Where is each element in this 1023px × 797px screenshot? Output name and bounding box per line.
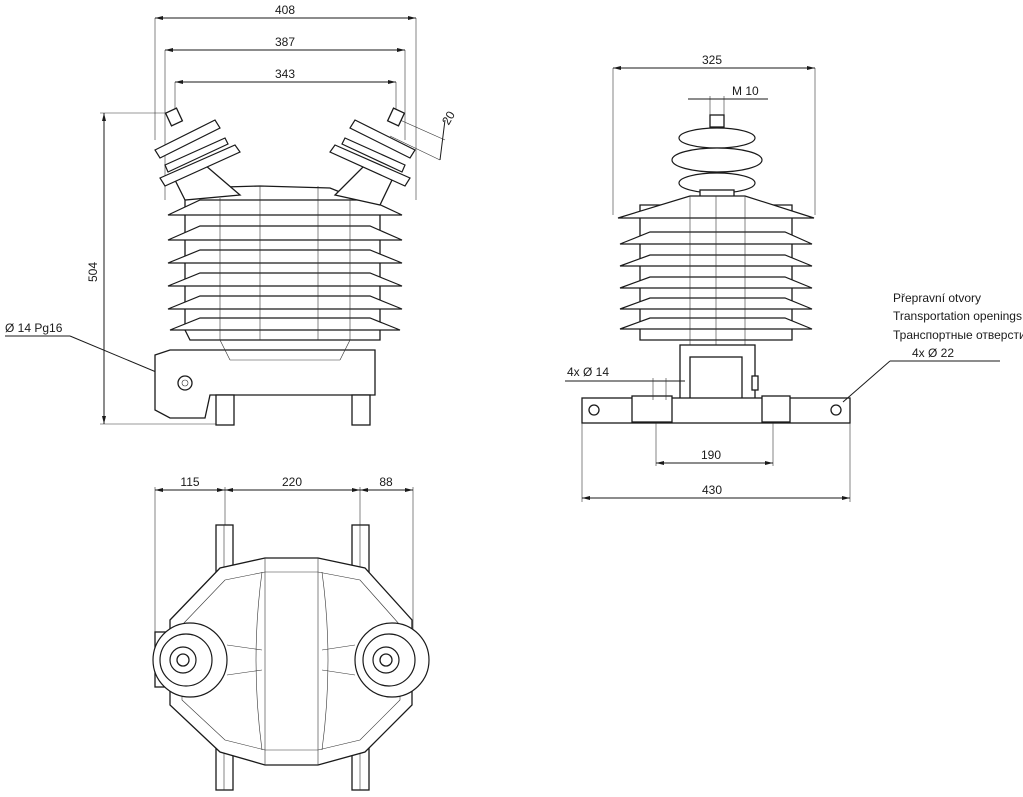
note-transport-cz: Přepravní otvory bbox=[893, 291, 981, 305]
dim-side-325: 325 bbox=[702, 53, 722, 67]
dim-side-430: 430 bbox=[702, 483, 722, 497]
note-transport-holes: 4x Ø 22 bbox=[912, 346, 954, 360]
dim-front-343: 343 bbox=[275, 67, 295, 81]
plan-left-bushing bbox=[152, 622, 263, 698]
note-transport-en: Transportation openings bbox=[893, 309, 1022, 323]
front-left-bushing bbox=[154, 107, 242, 201]
dim-plan-88: 88 bbox=[379, 475, 393, 489]
dim-side-m10: M 10 bbox=[732, 84, 759, 98]
front-sheds bbox=[167, 199, 403, 331]
label-cable-gland: Ø 14 Pg16 bbox=[5, 321, 63, 335]
label-side-base-holes: 4x Ø 14 bbox=[567, 365, 609, 379]
front-right-bushing bbox=[329, 107, 416, 206]
plan-view: 115 220 88 bbox=[152, 475, 430, 791]
note-transport-ru: Транспортные отверстия bbox=[893, 328, 1023, 342]
dim-front-387: 387 bbox=[275, 35, 295, 49]
dim-front-20: 20 bbox=[439, 108, 458, 127]
dim-plan-220: 220 bbox=[282, 475, 302, 489]
side-base-plate bbox=[581, 397, 851, 424]
plan-right-bushing bbox=[321, 622, 430, 698]
side-view: 325 M 10 bbox=[565, 53, 1023, 502]
front-cable-gland bbox=[177, 375, 193, 391]
dim-front-504: 504 bbox=[86, 262, 100, 282]
dim-plan-115: 115 bbox=[180, 475, 199, 489]
dim-front-408: 408 bbox=[275, 3, 295, 17]
front-view: 408 387 343 20 504 Ø 14 Pg16 bbox=[5, 3, 458, 426]
dim-side-190: 190 bbox=[701, 448, 721, 462]
